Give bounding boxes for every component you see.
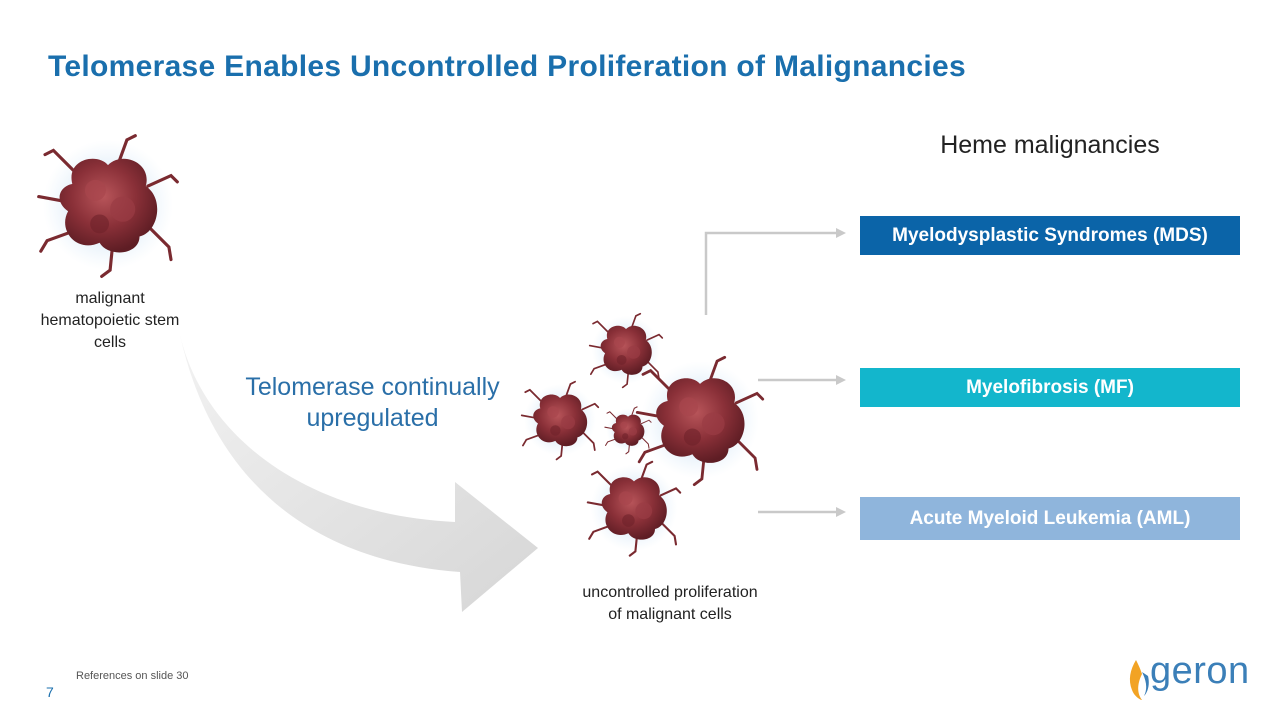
page-number: 7 bbox=[46, 684, 54, 700]
stem-cells-label: malignant hematopoietic stem cells bbox=[40, 290, 180, 351]
proliferation-label: uncontrolled proliferation of malignant … bbox=[582, 584, 758, 623]
outcome-mf: Myelofibrosis (MF) bbox=[860, 368, 1240, 407]
references-note: References on slide 30 bbox=[76, 670, 189, 682]
proliferating-cells-image bbox=[520, 312, 765, 557]
geron-logo: geron bbox=[1150, 650, 1250, 692]
slide-title: Telomerase Enables Uncontrolled Prolifer… bbox=[48, 50, 966, 83]
outcome-mds: Myelodysplastic Syndromes (MDS) bbox=[860, 216, 1240, 255]
heme-heading: Heme malignancies bbox=[940, 131, 1160, 159]
stem-cell-image bbox=[37, 134, 179, 278]
outcome-aml: Acute Myeloid Leukemia (AML) bbox=[860, 497, 1240, 540]
process-label: Telomerase continually upregulated bbox=[245, 373, 500, 432]
curved-arrow bbox=[180, 335, 538, 612]
flame-icon bbox=[1129, 660, 1149, 700]
connector-lines bbox=[704, 231, 838, 514]
